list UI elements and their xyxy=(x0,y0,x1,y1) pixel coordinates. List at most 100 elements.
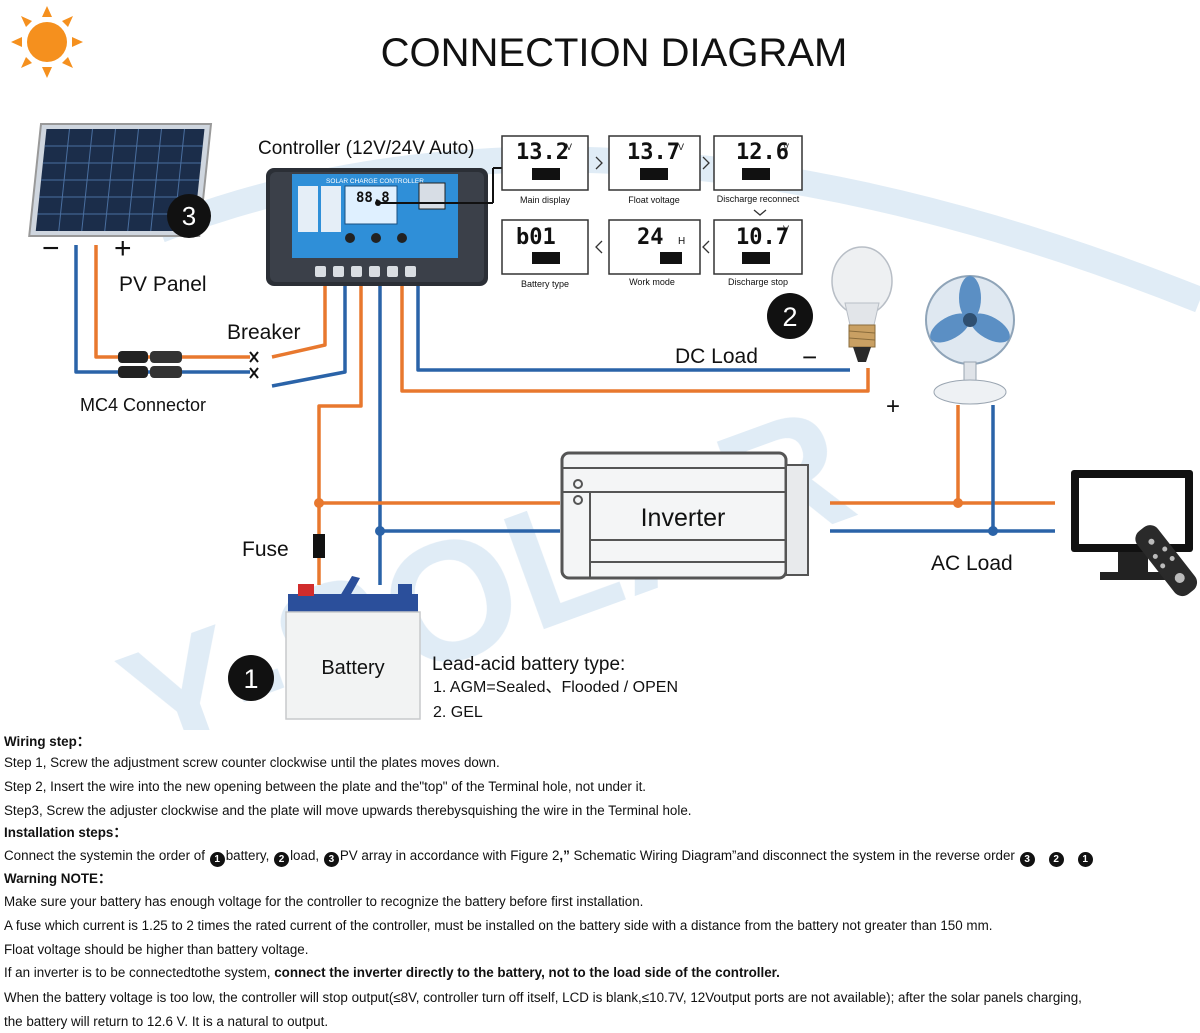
pv-panel-label: PV Panel xyxy=(119,273,207,296)
breaker-switch-icon xyxy=(249,351,259,379)
page-title: CONNECTION DIAGRAM xyxy=(381,31,848,75)
battery: Battery xyxy=(285,576,421,720)
step-2-marker: 2 xyxy=(274,852,290,867)
battery-positive-wire xyxy=(317,285,363,585)
step-1-badge: 1 xyxy=(228,655,274,701)
lcd-value: 10.7 xyxy=(736,225,789,250)
wiring-step: Step 2, Insert the wire into the new ope… xyxy=(4,779,647,794)
lcd-caption: Battery type xyxy=(521,279,569,289)
lcd-screen: 10.7 V Discharge stop xyxy=(713,219,803,287)
tv-icon xyxy=(1071,470,1193,580)
dc-load-plus-sign: + xyxy=(886,393,900,420)
install-text: ,” xyxy=(559,848,570,863)
install-text: PV array in accordance with Figure 2 xyxy=(339,848,560,863)
step-3-marker: 3 xyxy=(323,852,339,867)
battery-type-item: 2. GEL xyxy=(433,704,483,721)
fuse-label: Fuse xyxy=(242,538,289,561)
lcd-screen: 13.7 V Float voltage xyxy=(608,135,701,205)
charge-controller: SOLAR CHARGE CONTROLLER 88.8 xyxy=(266,167,503,286)
ac-load-label: AC Load xyxy=(931,552,1013,575)
lcd-unit: V xyxy=(783,224,789,234)
controller-button xyxy=(345,233,355,243)
wiring-step: Step 1, Screw the adjustment screw count… xyxy=(4,755,500,770)
breaker-negative-wire xyxy=(271,285,347,388)
step-3-badge: 3 xyxy=(167,194,211,238)
lcd-value: b01 xyxy=(516,225,556,250)
lcd-screen: 13.2 V Main display xyxy=(501,135,589,205)
install-text: battery, xyxy=(225,848,274,863)
wire-junctions xyxy=(314,498,998,536)
step-2-number: 2 xyxy=(782,302,797,332)
warning-line: Float voltage should be higher than batt… xyxy=(4,942,309,957)
lcd-sequence-arrows xyxy=(595,156,767,254)
lcd-value: 13.2 xyxy=(516,140,569,165)
lcd-value: 24 xyxy=(637,225,664,250)
pv-positive-wire xyxy=(94,245,250,359)
lcd-value: 12.6 xyxy=(736,140,789,165)
install-text: Connect the systemin the order of xyxy=(4,848,209,863)
inverter-warning-text: If an inverter is to be connectedtothe s… xyxy=(4,965,275,980)
lcd-screen-grid: 13.2 V Main display 13.7 V Float voltage… xyxy=(501,135,803,289)
dc-load-minus-sign: − xyxy=(802,342,817,372)
sun-icon xyxy=(11,6,83,78)
mc4-connector-label: MC4 Connector xyxy=(80,395,206,415)
breaker-positive-wire xyxy=(271,285,327,359)
battery-type-heading: Lead-acid battery type: xyxy=(432,654,625,675)
warning-line: Make sure your battery has enough voltag… xyxy=(4,894,644,909)
controller-panel-label: SOLAR CHARGE CONTROLLER xyxy=(326,178,424,185)
lcd-screen: b01 Battery type xyxy=(501,219,589,289)
lcd-value: 13.7 xyxy=(627,140,680,165)
battery-type-item: 1. AGM=Sealed、Flooded / OPEN xyxy=(433,679,678,696)
inverter: Inverter xyxy=(560,451,809,580)
inverter-warning-line: If an inverter is to be connectedtothe s… xyxy=(4,961,780,984)
installation-heading: Installation steps： xyxy=(4,825,127,840)
step-3-number: 3 xyxy=(182,201,196,231)
lcd-screen: 12.6 V Discharge reconnect xyxy=(713,135,803,204)
wiring xyxy=(74,245,1055,585)
wiring-step: Step3, Screw the adjuster clockwise and … xyxy=(4,803,692,818)
lcd-caption: Work mode xyxy=(629,277,675,287)
controller-button xyxy=(371,233,381,243)
step-1-marker: 1 xyxy=(209,852,225,867)
lcd-caption: Discharge reconnect xyxy=(717,194,800,204)
lcd-caption: Float voltage xyxy=(628,195,680,205)
dc-load-positive-wire xyxy=(400,285,870,393)
step-2-marker: 2 xyxy=(1048,852,1064,867)
dc-load-negative-wire xyxy=(416,285,850,372)
warning-line: A fuse which current is 1.25 to 2 times … xyxy=(4,918,993,933)
breaker-label: Breaker xyxy=(227,321,301,344)
step-1-number: 1 xyxy=(243,664,258,694)
controller-label: Controller (12V/24V Auto) xyxy=(258,138,475,159)
battery-label: Battery xyxy=(321,657,384,679)
step-3-marker: 3 xyxy=(1019,852,1035,867)
step-1-marker: 1 xyxy=(1077,852,1093,867)
controller-button xyxy=(397,233,407,243)
mc4-connector-icon xyxy=(118,351,182,378)
connection-diagram: Y-SOLAR CONNECTION DIAGRAM xyxy=(11,6,1200,730)
light-bulb-icon xyxy=(831,246,893,362)
lcd-unit: V xyxy=(783,142,789,152)
lcd-caption: Main display xyxy=(520,195,571,205)
pv-plus-sign: + xyxy=(114,232,132,265)
inverter-warning-emphasis: connect the inverter directly to the bat… xyxy=(274,965,780,980)
install-text: load, xyxy=(290,848,323,863)
warning-heading: Warning NOTE： xyxy=(4,871,112,886)
fuse-icon xyxy=(313,534,325,558)
pv-negative-wire xyxy=(74,245,250,374)
lcd-caption: Discharge stop xyxy=(728,277,788,287)
lcd-unit: H xyxy=(678,236,685,247)
low-voltage-note: When the battery voltage is too low, the… xyxy=(4,990,1082,1005)
dc-load-label: DC Load xyxy=(675,345,758,368)
wiring-step-heading: Wiring step： xyxy=(4,734,91,749)
pv-minus-sign: − xyxy=(42,232,60,265)
solar-panel-icon xyxy=(28,123,213,237)
step-2-badge: 2 xyxy=(767,293,813,339)
lcd-screen: 24 H Work mode xyxy=(608,219,701,287)
lcd-unit: V xyxy=(678,142,684,152)
lcd-unit: V xyxy=(566,142,572,152)
inverter-label: Inverter xyxy=(641,504,726,532)
install-text: Schematic Wiring Diagram”and disconnect … xyxy=(569,848,1019,863)
remote-icon xyxy=(1135,525,1198,597)
low-voltage-note: the battery will return to 12.6 V. It is… xyxy=(4,1014,329,1029)
